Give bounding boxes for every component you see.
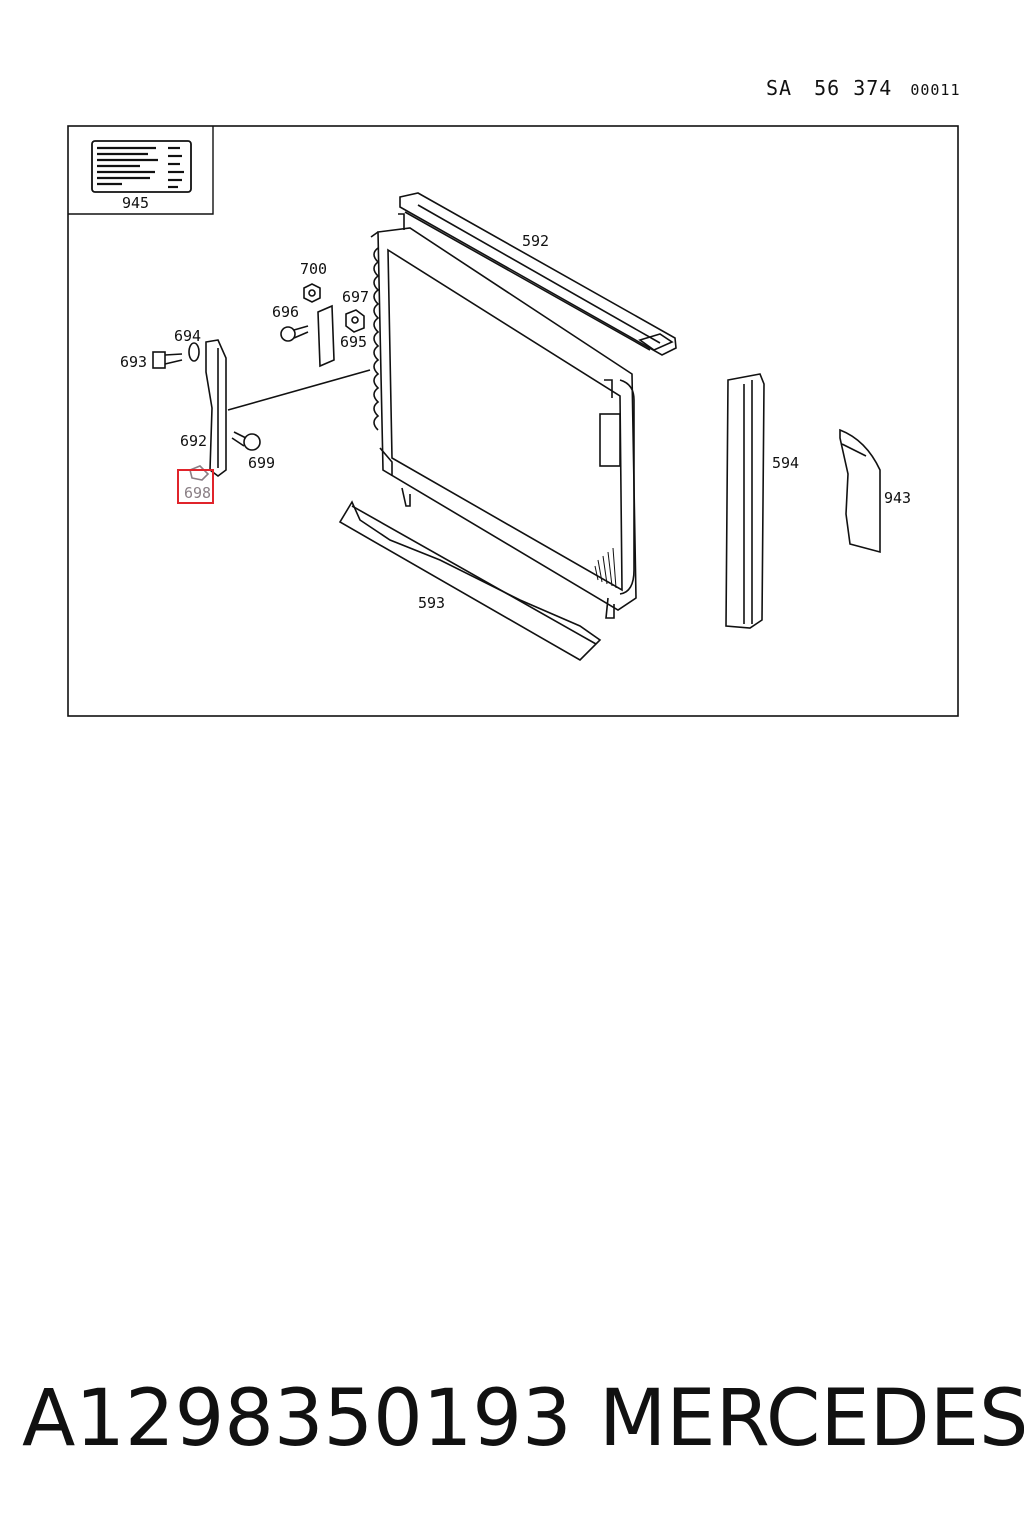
plate-695-icon [317,304,335,368]
callout-692: 692 [180,432,207,450]
screw-696-icon [280,325,309,342]
highlight-box [177,469,214,504]
brand-name: MERCEDES [599,1374,1024,1464]
bolt-693-icon [152,351,183,369]
callout-593: 593 [418,594,445,612]
callout-697: 697 [342,288,369,306]
inset-945: 945 [68,126,214,215]
part-number: A1298350193 [22,1374,572,1464]
part-692-bracket [205,339,227,477]
nut-697-icon [345,309,365,333]
callout-943: 943 [884,489,911,507]
callout-594: 594 [772,454,799,472]
callout-696: 696 [272,303,299,321]
callout-698: 698 [184,484,211,502]
part-radiator-core [370,213,637,619]
parts-diagram: 945 [67,125,959,717]
part-594-side-seal [725,373,765,629]
callout-693: 693 [120,353,147,371]
diagram-frame [67,125,959,717]
callout-592: 592 [522,232,549,250]
leader-line [227,369,371,411]
reference-prefix: SA [766,76,793,100]
radiator-fins [594,547,617,589]
nut-700-icon [303,283,321,303]
diagram-reference: SA 56 374 00011 [766,76,961,100]
callout-700: 700 [300,260,327,278]
part-592-top-rail [399,192,677,356]
part-593-lower-deflector [338,500,602,661]
screw-699-icon [231,431,261,451]
callout-699: 699 [248,454,275,472]
callout-945: 945 [122,194,149,212]
part-943-side-deflector [839,428,881,554]
label-sticker-icon [91,140,192,193]
reference-number: 56 374 [814,76,893,100]
callout-694: 694 [174,327,201,345]
reference-suffix: 00011 [910,81,961,99]
clip-698-icon [189,465,210,481]
washer-694-icon [188,342,200,362]
product-caption: A1298350193 MERCEDES [22,1374,1024,1464]
callout-695: 695 [340,333,367,351]
